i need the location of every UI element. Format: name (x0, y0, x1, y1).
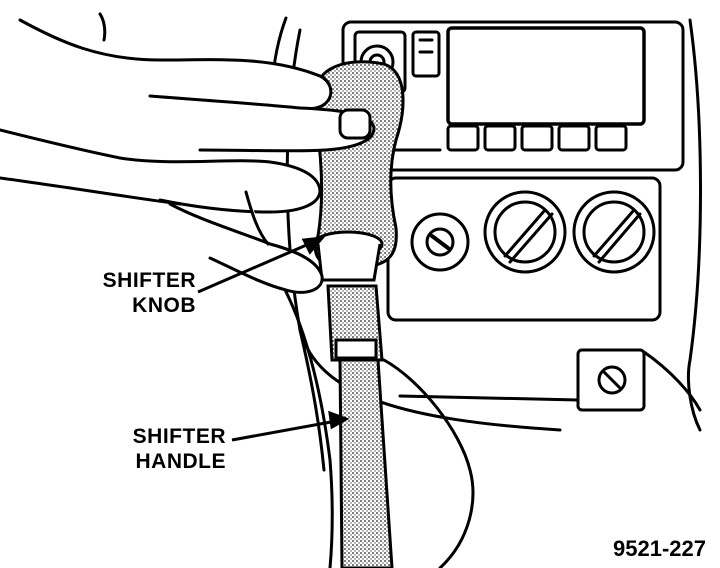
shifter-knob-label-line1: SHIFTER (102, 269, 196, 292)
shifter-handle-label: SHIFTER HANDLE (126, 424, 226, 474)
hand (0, 12, 376, 294)
center-console-inner (298, 328, 326, 472)
leader-arrows (197, 236, 350, 442)
shifter-knob-label-line2: KNOB (132, 294, 196, 317)
figure-number: 9521-227 (613, 536, 706, 561)
lower-console (398, 348, 702, 412)
climate-panel (386, 176, 662, 322)
shifter-handle-shaft (326, 284, 394, 568)
shifter-handle-label-line1: SHIFTER (132, 425, 226, 448)
dash-right-edge (686, 18, 702, 432)
console-floor (382, 358, 475, 568)
shifter-knob-label: SHIFTER KNOB (92, 268, 196, 318)
center-console (258, 248, 334, 568)
shifter-handle-label-line2: HANDLE (135, 450, 226, 473)
